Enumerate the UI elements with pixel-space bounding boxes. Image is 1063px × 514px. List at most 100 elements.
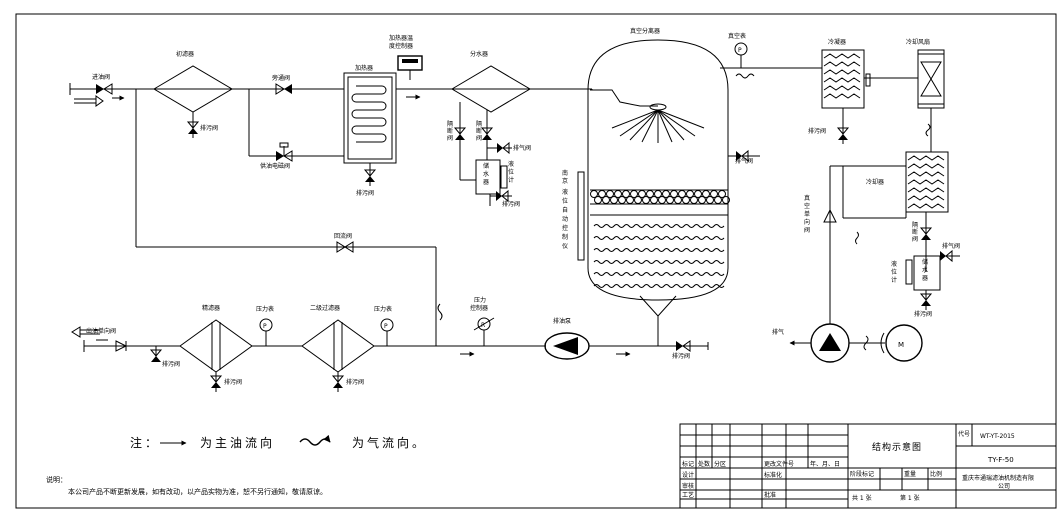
- flow-legend: 注： 为主油流向 为气流向。: [130, 434, 427, 450]
- level-sensor-v4: 动: [562, 216, 568, 223]
- packing-rings-row: [590, 190, 730, 204]
- vacuum-check-1: 真: [804, 194, 810, 202]
- packing-ring: [610, 196, 618, 204]
- packing-ring: [714, 196, 722, 204]
- packing-ring: [698, 196, 706, 204]
- level-sensor-v2: 位: [562, 197, 568, 205]
- packing-ring: [634, 196, 642, 204]
- packing-ring: [674, 196, 682, 204]
- oil-wave: [593, 272, 725, 276]
- pressure-controller: R 压力 控制器: [460, 296, 495, 357]
- col-change: 更改文件号: [764, 460, 794, 468]
- fine-drain-label: 排污阀: [224, 378, 242, 386]
- weight: 重量: [904, 470, 916, 478]
- code-value: WT-YT-2015: [980, 433, 1015, 440]
- packing-ring: [650, 196, 658, 204]
- solenoid-valve-label: 供油电磁阀: [260, 162, 290, 170]
- packing-ring: [690, 196, 698, 204]
- heater-drain-label: 排污阀: [356, 189, 374, 197]
- gauge1-label: 压力表: [256, 305, 274, 313]
- coil-zigzag: [823, 61, 861, 67]
- vacuum-pump-section: 真 空 单 向 阀 排气 M: [772, 165, 923, 363]
- solenoid-valve-icon: [276, 142, 293, 162]
- legend-oil-flow: 为主油流向: [200, 435, 275, 450]
- packing-ring: [602, 196, 610, 204]
- company-2: 公司: [998, 483, 1010, 490]
- regulator-symbol: R: [481, 322, 485, 329]
- collector-label-2: 水: [483, 170, 489, 178]
- motor-symbol: M: [898, 341, 904, 349]
- col-process: 工艺: [682, 491, 694, 499]
- packing-ring: [658, 196, 666, 204]
- fine-filter: 精滤器 排污阀 P 压力表: [179, 304, 302, 392]
- packing-ring: [682, 196, 690, 204]
- packing-ring: [694, 190, 702, 198]
- company-1: 重庆市通瑞滤油机制造有限: [962, 474, 1034, 482]
- legend-gas-flow: 为气流向。: [352, 435, 427, 450]
- outlet-drain-icon: [149, 349, 163, 362]
- legend-prefix: 注：: [130, 435, 160, 450]
- level-sensor-v3: 自: [562, 206, 568, 214]
- col-standard: 标准化: [764, 471, 782, 479]
- bypass-valve-icon: [275, 83, 292, 95]
- cutoff-valve-left-icon: [453, 127, 467, 140]
- oil-pump: 排油泵 排污阀: [544, 317, 709, 360]
- cutoff-valve-right-icon: [480, 127, 494, 140]
- fan-icon: [920, 61, 942, 97]
- coil-zigzag: [823, 69, 861, 75]
- packing-ring: [654, 190, 662, 198]
- collector2-drain-label: 排污阀: [914, 310, 932, 318]
- temp-controller-label-1: 加热器温: [389, 34, 413, 42]
- vacuum-check-5: 阀: [804, 226, 810, 234]
- outlet-arrow-icon: [71, 326, 100, 338]
- cooler-cutoff-icon: [919, 227, 933, 240]
- model-value: TY-F-50: [987, 456, 1014, 464]
- packing-ring: [638, 190, 646, 198]
- cooler: 冷却器 隔 断 阀 排气阀 储 水 器 液 位 计 排污阀: [842, 151, 960, 318]
- cooler-label: 冷却器: [866, 178, 884, 186]
- packing-ring: [614, 190, 622, 198]
- secondary-drain-label: 排污阀: [346, 378, 364, 386]
- bypass-valve-label: 旁通阀: [272, 74, 290, 82]
- oil-wave: [593, 224, 725, 228]
- notes-heading: 说明：: [46, 475, 67, 484]
- col-count: 处数: [698, 460, 710, 468]
- vacuum-separator: 真空分离器 南 京 液: [562, 27, 760, 346]
- level-gauge-label: 液: [508, 160, 514, 168]
- inlet-arrow-icon: [74, 95, 104, 107]
- packing-ring: [662, 190, 670, 198]
- packing-ring: [646, 190, 654, 198]
- oil-pump-label: 排油泵: [553, 317, 571, 325]
- gauge1-symbol: P: [263, 323, 267, 330]
- vacuum-gauge-symbol: P: [738, 47, 742, 54]
- vacuum-line: P 真空表: [720, 32, 822, 79]
- condenser-drain-label: 排污阀: [808, 127, 826, 135]
- outlet-drain-label: 排污阀: [162, 360, 180, 368]
- coil-zigzag: [823, 53, 861, 59]
- level-sensor-prefix-2: 京: [562, 177, 568, 185]
- level-sensor-v7: 仪: [562, 243, 568, 250]
- pressure-ctrl-label-1: 压力: [474, 296, 486, 304]
- packing-ring: [598, 190, 606, 198]
- cooling-fan-label: 冷却风扇: [906, 38, 930, 46]
- vacuum-separator-label: 真空分离器: [630, 27, 660, 35]
- collector-drain-label: 排污阀: [502, 200, 520, 208]
- packing-ring: [722, 196, 730, 204]
- separator-label: 分水器: [470, 50, 488, 58]
- drain-valve-icon: [186, 121, 200, 134]
- return-line: 回流阀: [135, 89, 443, 346]
- condenser-coil: [823, 53, 861, 99]
- oil-wave: [593, 236, 725, 240]
- coil-zigzag: [907, 187, 945, 193]
- secondary-filter-label: 二级过滤器: [310, 304, 340, 312]
- vacuum-check-2: 空: [804, 202, 810, 210]
- cutoff-left-1: 隔: [447, 120, 453, 128]
- packing-ring: [618, 196, 626, 204]
- collector2-label-2: 水: [922, 266, 928, 274]
- cutoff-left-2: 断: [447, 127, 453, 135]
- oil-waves: [593, 224, 725, 288]
- gauge2-symbol: P: [384, 323, 388, 330]
- packing-rings: [590, 189, 728, 205]
- cutoff-right-3: 阀: [476, 134, 482, 142]
- packing-ring: [606, 190, 614, 198]
